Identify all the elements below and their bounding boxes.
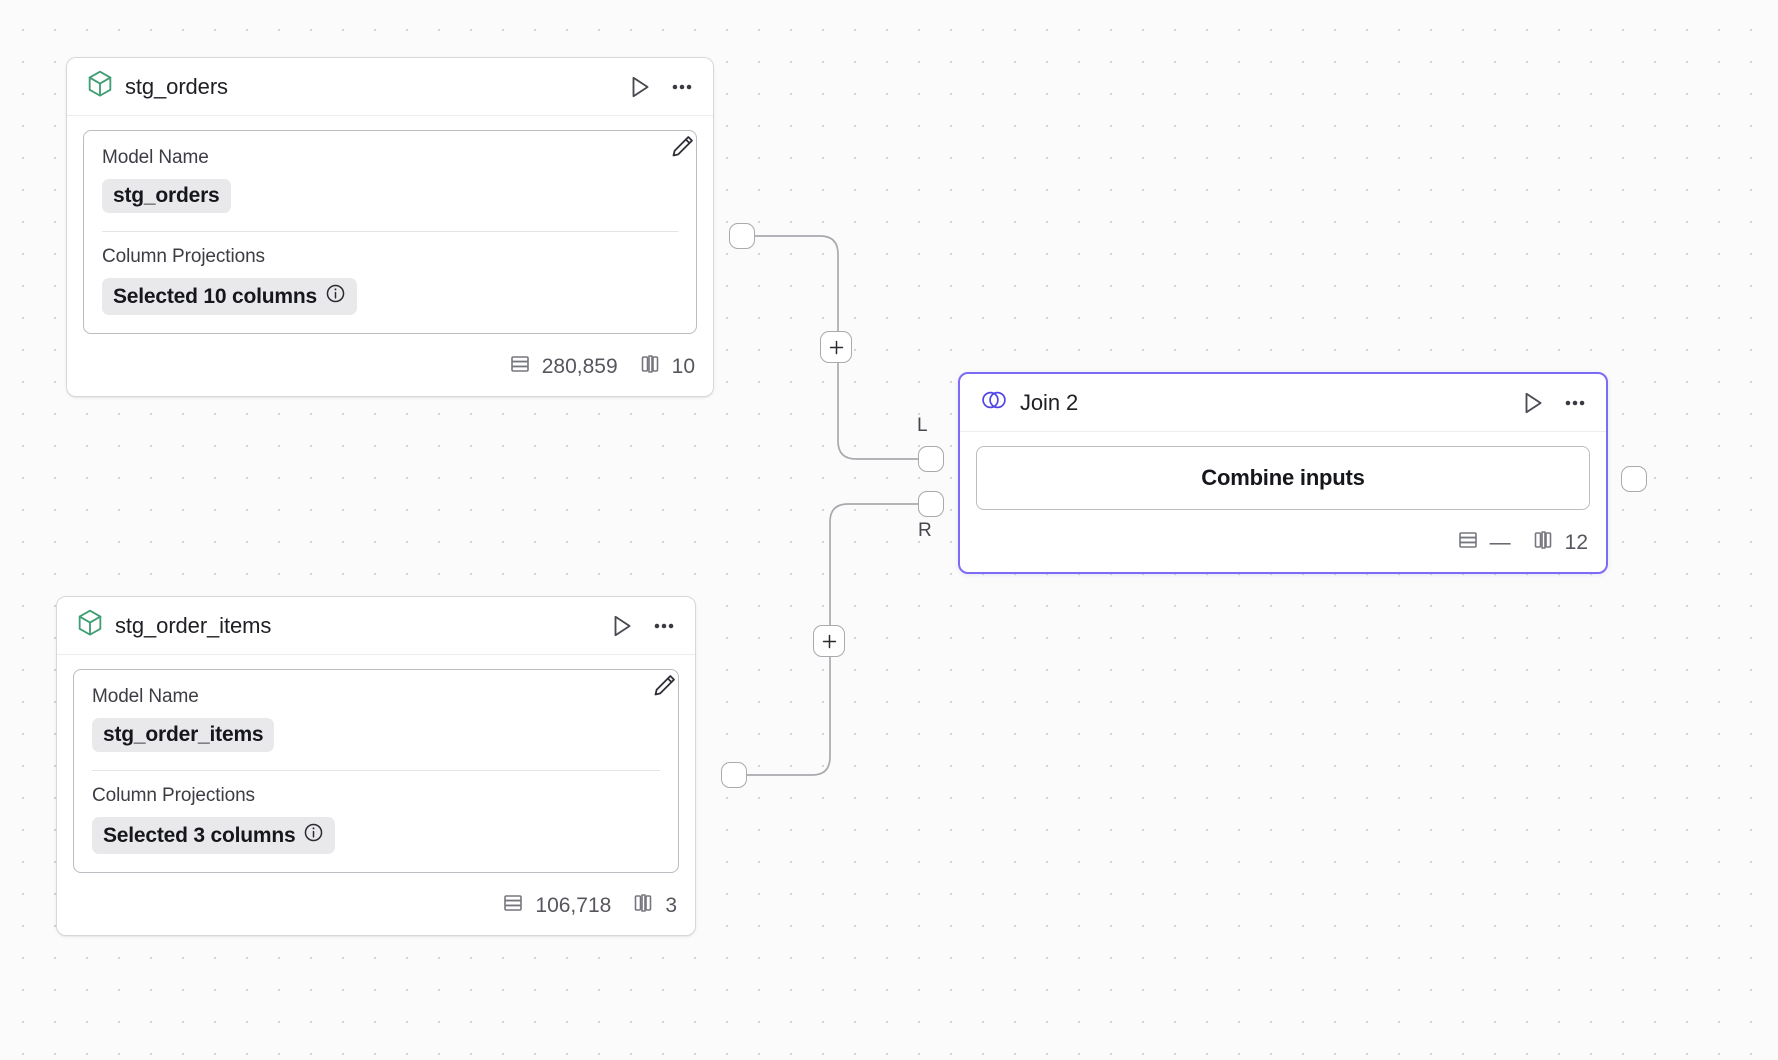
model-name-value[interactable]: stg_orders <box>102 179 231 213</box>
panel-divider <box>92 770 660 771</box>
column-projections-row: Column Projections Selected 3 columns <box>92 785 660 854</box>
rows-icon <box>501 891 525 921</box>
input-handle-right[interactable] <box>918 491 944 517</box>
node-header: Join 2 <box>960 374 1606 432</box>
rows-value: — <box>1489 531 1511 554</box>
node-header-actions <box>1520 390 1588 416</box>
add-step-button-bottom[interactable] <box>813 625 845 657</box>
column-projections-value[interactable]: Selected 3 columns <box>92 817 336 854</box>
node-footer: 280,859 10 <box>67 342 713 396</box>
node-header: stg_order_items <box>57 597 695 655</box>
more-options-icon[interactable] <box>669 74 695 100</box>
panel-divider <box>102 231 678 232</box>
node-body: Model Name stg_orders Column Projections… <box>67 116 713 342</box>
input-handle-left[interactable] <box>918 446 944 472</box>
more-options-icon[interactable] <box>1562 390 1588 416</box>
edit-pencil-icon[interactable] <box>669 133 696 160</box>
left-input-label: L <box>917 415 928 436</box>
more-options-icon[interactable] <box>651 613 677 639</box>
model-name-label: Model Name <box>92 686 199 707</box>
node-stg-order-items[interactable]: stg_order_items <box>56 596 696 936</box>
columns-value: 10 <box>671 355 695 378</box>
column-count-stat: 12 <box>1531 528 1588 558</box>
row-count-stat: 280,859 <box>508 352 618 382</box>
node-header-actions <box>627 74 695 100</box>
model-config-panel: Model Name stg_orders Column Projections… <box>83 130 697 334</box>
columns-icon <box>1531 528 1555 558</box>
node-footer: 106,718 3 <box>57 881 695 935</box>
model-name-label: Model Name <box>102 147 209 168</box>
model-name-row: Model Name stg_order_items <box>92 686 660 752</box>
rows-icon <box>1456 528 1480 558</box>
node-title: Join 2 <box>1020 389 1079 415</box>
cube-icon <box>77 609 103 642</box>
model-config-panel: Model Name stg_order_items Column Projec… <box>73 669 679 873</box>
model-name-row: Model Name stg_orders <box>102 147 678 213</box>
column-projections-label: Column Projections <box>92 785 255 806</box>
node-join-2[interactable]: Join 2 Combine inputs <box>958 372 1608 574</box>
column-projections-value[interactable]: Selected 10 columns <box>102 278 357 315</box>
rows-value: 280,859 <box>541 355 618 378</box>
edit-pencil-icon[interactable] <box>651 672 678 699</box>
node-header-actions <box>609 613 677 639</box>
node-title: stg_orders <box>125 73 228 99</box>
output-handle-join-2[interactable] <box>1621 466 1647 492</box>
row-count-stat: — <box>1456 528 1511 558</box>
column-count-stat: 3 <box>631 891 677 921</box>
node-header: stg_orders <box>67 58 713 116</box>
right-input-label: R <box>918 520 932 541</box>
node-title: stg_order_items <box>115 612 272 638</box>
output-handle-stg-orders[interactable] <box>729 223 755 249</box>
node-body: Model Name stg_order_items Column Projec… <box>57 655 695 881</box>
row-count-stat: 106,718 <box>501 891 611 921</box>
node-body: Combine inputs <box>960 432 1606 518</box>
cube-icon <box>87 70 113 103</box>
run-icon[interactable] <box>609 613 635 639</box>
info-icon[interactable] <box>303 822 324 849</box>
node-stg-orders[interactable]: stg_orders <box>66 57 714 397</box>
run-icon[interactable] <box>627 74 653 100</box>
run-icon[interactable] <box>1520 390 1546 416</box>
columns-icon <box>638 352 662 382</box>
column-projections-label: Column Projections <box>102 246 265 267</box>
venn-join-icon <box>980 387 1008 418</box>
columns-icon <box>631 891 655 921</box>
info-icon[interactable] <box>325 283 346 310</box>
columns-value: 12 <box>1564 531 1588 554</box>
column-projections-text: Selected 3 columns <box>103 823 296 847</box>
column-count-stat: 10 <box>638 352 695 382</box>
model-name-value[interactable]: stg_order_items <box>92 718 275 752</box>
rows-value: 106,718 <box>535 894 612 917</box>
column-projections-text: Selected 10 columns <box>113 284 317 308</box>
combine-inputs-button[interactable]: Combine inputs <box>976 446 1590 510</box>
output-handle-stg-order-items[interactable] <box>721 762 747 788</box>
column-projections-row: Column Projections Selected 10 columns <box>102 246 678 315</box>
columns-value: 3 <box>665 894 677 917</box>
add-step-button-top[interactable] <box>820 331 852 363</box>
node-footer: — 12 <box>960 518 1606 572</box>
rows-icon <box>508 352 532 382</box>
